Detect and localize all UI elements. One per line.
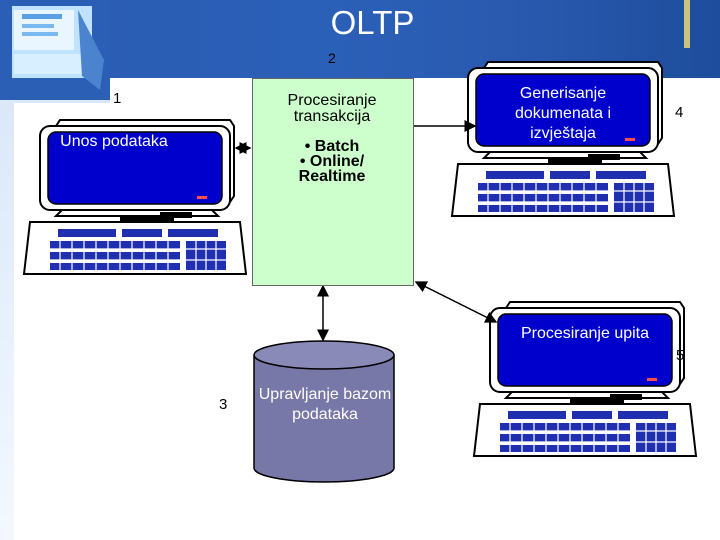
bullet-online: • Online/ bbox=[299, 153, 365, 170]
slide-title: OLTP bbox=[330, 4, 415, 41]
label-number-2: 2 bbox=[328, 50, 336, 66]
header-thumbnail-image bbox=[0, 0, 110, 103]
transaction-processing-title: Procesiranje transakcija bbox=[287, 92, 377, 125]
header-bar bbox=[0, 0, 720, 78]
left-decor-strip bbox=[0, 100, 14, 540]
header-accent-bar bbox=[684, 0, 690, 48]
arrow-transaction-to-query bbox=[414, 281, 498, 323]
query-label: Procesiranje upita bbox=[520, 325, 650, 342]
label-number-1: 1 bbox=[113, 90, 122, 107]
label-number-5: 5 bbox=[676, 347, 685, 364]
database-cylinder bbox=[253, 340, 395, 483]
label-number-4: 4 bbox=[675, 104, 684, 121]
bullet-batch: • Batch bbox=[304, 138, 360, 155]
input-data-label: Unos podataka bbox=[60, 133, 168, 150]
transaction-processing-bullets: • Batch • Online/ Realtime bbox=[252, 138, 412, 185]
label-number-3: 3 bbox=[219, 396, 228, 413]
documents-label: Generisanje dokumenata i izvještaja bbox=[514, 85, 612, 142]
bullet-realtime: Realtime bbox=[298, 168, 366, 185]
transaction-processing-box bbox=[252, 78, 414, 286]
database-label: Upravljanje bazom podataka bbox=[258, 386, 392, 423]
